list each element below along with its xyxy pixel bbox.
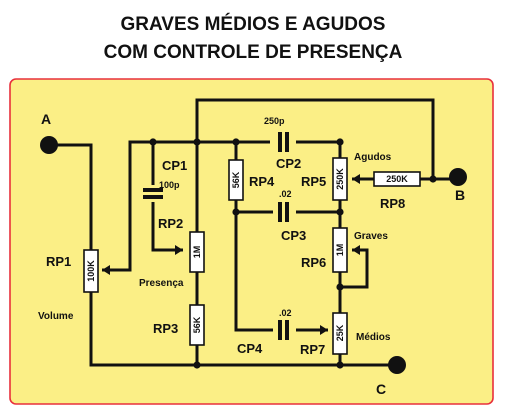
diagram-title-line-2: COM CONTROLE DE PRESENÇA [103,42,403,63]
resistor-rp8: 250K [373,171,421,187]
terminal-a-label: A [41,111,51,127]
rp5-label: RP5 [301,174,326,189]
terminal-b-node [449,168,467,186]
resistor-rp1: 100K [83,249,99,293]
rp1-function-label: Volume [38,311,74,322]
capacitor-cp4 [278,320,289,340]
diagram-title-line-1: GRAVES MÉDIOS E AGUDOS [120,14,386,35]
terminal-a-node [40,136,58,154]
terminal-b-label: B [455,187,465,203]
resistor-rp6: 1M [332,227,348,273]
rp4-value: 56K [231,171,241,188]
rp2-function-label: Presença [139,278,184,289]
capacitor-cp2 [278,132,289,152]
rp2-label: RP2 [158,216,183,231]
rp7-value: 25K [335,324,345,341]
rp6-label: RP6 [301,255,326,270]
terminal-c-node [388,356,406,374]
terminal-c-label: C [376,381,386,397]
rp7-function-label: Médios [356,332,391,343]
rp1-label: RP1 [46,254,71,269]
cp3-label: CP3 [281,228,306,243]
cp2-label: CP2 [276,156,301,171]
rp5-value: 250K [335,168,345,190]
cp1-label: CP1 [162,158,187,173]
resistor-rp5: 250K [332,157,348,201]
rp2-value: 1M [192,246,202,259]
rp3-value: 56K [192,316,202,333]
wiper-arrows [102,174,360,335]
rp8-label: RP8 [380,196,405,211]
cp2-value-label: 250p [264,116,285,126]
rp7-label: RP7 [300,342,325,357]
rp8-value: 250K [386,174,408,184]
cp4-value-label: .02 [279,308,292,318]
resistor-rp3: 56K [189,304,205,346]
resistor-rp7: 25K [332,312,348,355]
rp4-label: RP4 [249,174,275,189]
cp4-label: CP4 [237,341,263,356]
rp6-value: 1M [335,244,345,257]
rp5-function-label: Agudos [354,152,392,163]
resistor-rp4: 56K [228,159,244,201]
resistor-rp2: 1M [189,231,205,273]
cp1-value-label: 100p [159,180,180,190]
capacitor-cp1 [143,188,163,199]
junction-dots [149,138,437,369]
rp3-label: RP3 [153,321,178,336]
cp3-value-label: .02 [279,189,292,199]
rp1-value: 100K [86,260,96,282]
capacitor-cp3 [278,202,289,222]
rp6-function-label: Graves [354,231,388,242]
